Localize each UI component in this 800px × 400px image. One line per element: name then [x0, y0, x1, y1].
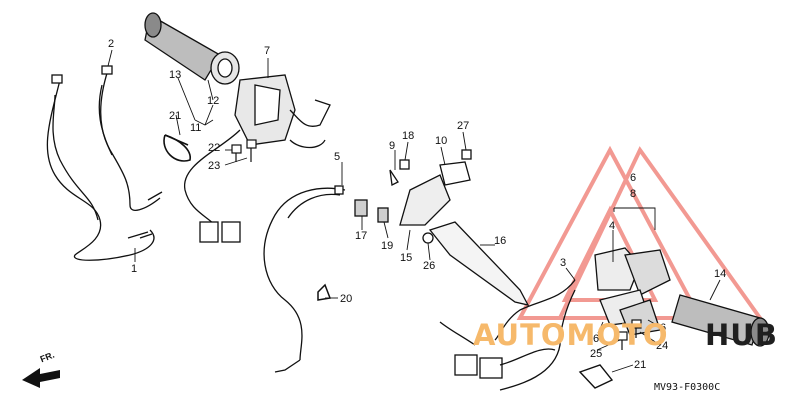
- callout-22: 22: [208, 142, 221, 154]
- callout-3: 3: [560, 257, 567, 269]
- harness-right: [439, 321, 556, 379]
- cable-3: [494, 279, 576, 391]
- callout-12: 12: [207, 95, 220, 107]
- callout-1: 1: [131, 263, 138, 275]
- harness-left: [184, 129, 241, 243]
- callout-17: 17: [355, 230, 368, 242]
- wire-clamp-21: [163, 134, 191, 162]
- wire-clamp-21b: [578, 364, 614, 389]
- switch-housing-7: [234, 74, 331, 149]
- callout-5: 5: [334, 151, 341, 163]
- screws-22-23: [231, 139, 257, 162]
- throttle-grip: [144, 12, 240, 85]
- callout-19: 19: [381, 240, 394, 252]
- throttle-cable-2: [98, 65, 163, 211]
- callout-20: 20: [340, 293, 353, 305]
- bolts-24-25: [617, 319, 642, 350]
- callout-24: 24: [656, 340, 669, 352]
- grip-14: [671, 294, 770, 347]
- callout-9: 9: [389, 140, 396, 152]
- callout-6-top: 6: [630, 172, 637, 184]
- watermark-text-left: AUTOMOTO: [473, 318, 669, 352]
- callout-21-left: 21: [169, 110, 182, 122]
- diagram-code: MV93-F0300C: [654, 382, 721, 393]
- callout-6-left: 6: [593, 333, 600, 345]
- callout-2: 2: [108, 38, 115, 50]
- callout-18: 18: [402, 130, 415, 142]
- callout-13: 13: [169, 69, 182, 81]
- clutch-cable-5: [263, 185, 346, 373]
- callout-11: 11: [190, 122, 202, 134]
- callout-16: 16: [494, 235, 507, 247]
- front-direction-arrow: [22, 368, 60, 388]
- callout-14: 14: [714, 268, 727, 280]
- switch-assembly-right: [594, 247, 671, 336]
- callout-4: 4: [609, 220, 616, 232]
- leader-lines: [107, 49, 721, 373]
- callout-21-right: 21: [634, 359, 647, 371]
- callout-25: 25: [590, 348, 603, 360]
- callout-8: 8: [630, 188, 637, 200]
- callout-27: 27: [457, 120, 470, 132]
- callout-7: 7: [264, 45, 271, 57]
- callout-26: 26: [423, 260, 436, 272]
- lever-bracket-15: [354, 149, 472, 244]
- callout-6-right: 6: [660, 322, 667, 334]
- callout-15: 15: [400, 252, 413, 264]
- callout-10: 10: [435, 135, 448, 147]
- watermark-text-right: HUB: [705, 318, 778, 352]
- clutch-lever-16: [428, 221, 530, 306]
- throttle-cable-1: [46, 74, 155, 261]
- callout-23: 23: [208, 160, 221, 172]
